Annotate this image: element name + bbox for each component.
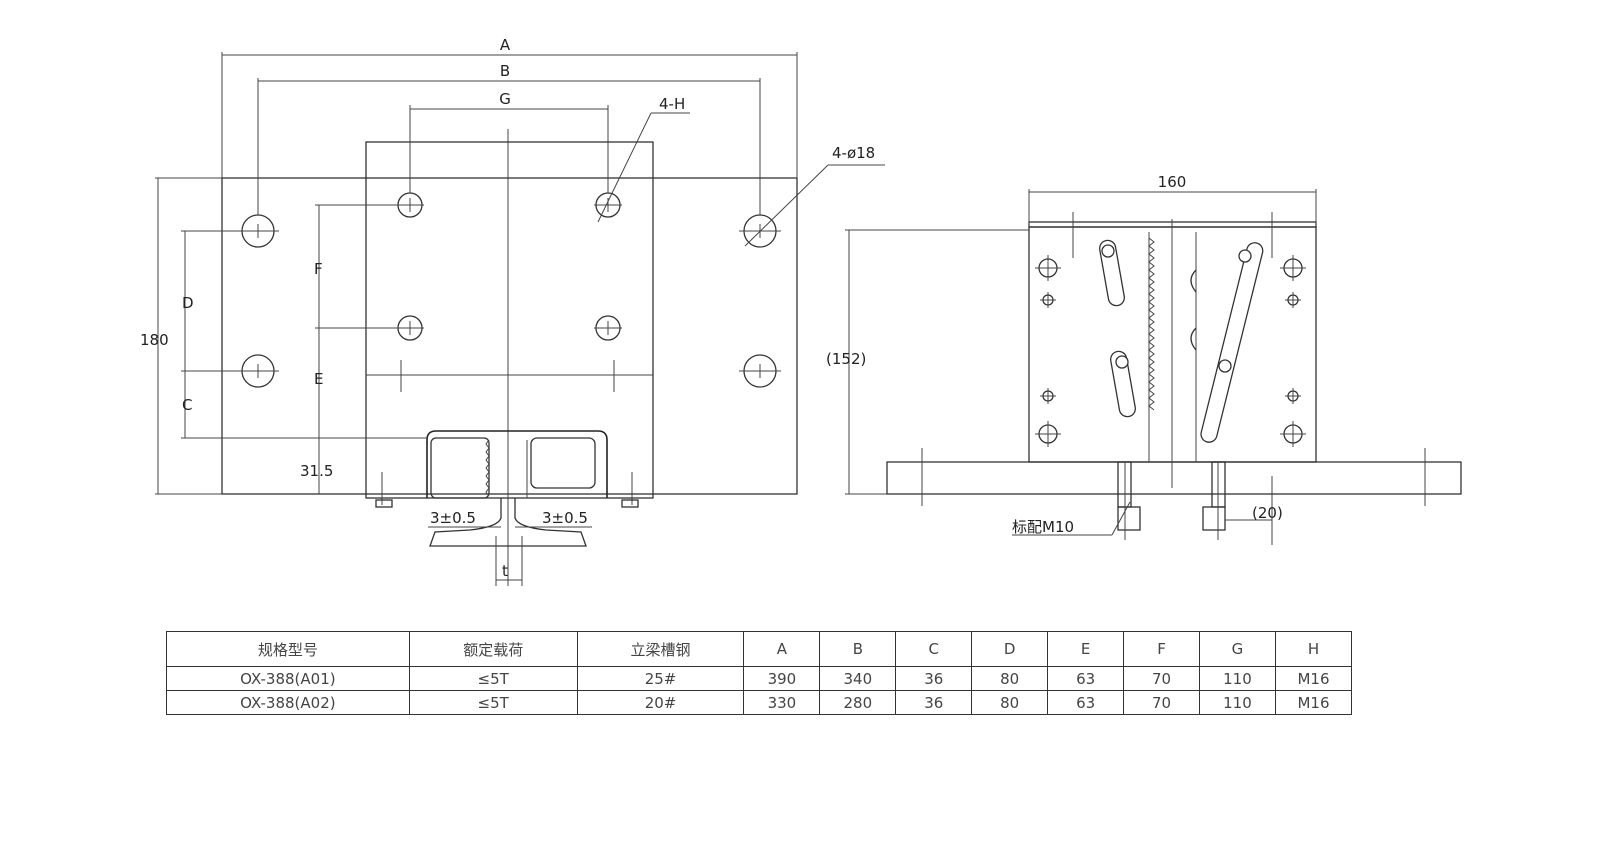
label-gap-left: 3±0.5	[430, 509, 476, 527]
inner-hole-tl	[396, 192, 424, 218]
header-A: A	[743, 631, 821, 667]
header-G: G	[1199, 631, 1276, 667]
cell-F: 70	[1123, 690, 1200, 715]
dim-left-lines	[155, 177, 427, 495]
side-view: 160 (152) (20) 标配M10	[826, 173, 1462, 545]
leader-4-H	[597, 112, 652, 223]
guide-housing	[375, 430, 639, 508]
cell-G: 110	[1199, 666, 1276, 691]
cell-B: 280	[819, 690, 897, 715]
header-D: D	[971, 631, 1049, 667]
label-20: (20)	[1252, 504, 1283, 522]
cell-A: 330	[743, 690, 821, 715]
cell-H: M16	[1274, 666, 1353, 691]
cell-E: 63	[1047, 690, 1125, 715]
slot-3	[1200, 242, 1264, 443]
label-31-5: 31.5	[300, 462, 333, 480]
cell-G: 110	[1199, 690, 1276, 715]
cell-H: M16	[1274, 690, 1353, 715]
cell-model: OX-388(A02)	[166, 690, 410, 715]
label-A: A	[500, 36, 511, 54]
outer-hole-tl	[237, 214, 279, 248]
label-152: (152)	[826, 350, 866, 368]
cell-load: ≤5T	[408, 690, 578, 715]
label-180: 180	[140, 331, 169, 349]
label-4-18: 4-ø18	[832, 144, 875, 162]
cell-C: 36	[895, 690, 973, 715]
table-header-row: 规格型号 额定载荷 立梁槽钢 A B C D E F G H	[166, 631, 1353, 667]
label-t: t	[502, 562, 508, 580]
label-160: 160	[1158, 173, 1187, 191]
cell-D: 80	[971, 666, 1049, 691]
label-C: C	[182, 396, 192, 414]
table-row: OX-388(A02) ≤5T 20# 330 280 36 80 63 70 …	[166, 690, 1353, 715]
cell-channel: 20#	[576, 690, 745, 715]
dim-B-line	[257, 78, 761, 215]
cell-A: 390	[743, 666, 821, 691]
label-m10: 标配M10	[1012, 518, 1074, 536]
label-B: B	[500, 62, 510, 80]
label-D: D	[182, 294, 194, 312]
inner-plate	[365, 141, 654, 499]
label-4-H: 4-H	[659, 95, 685, 113]
outer-hole-bl	[237, 354, 279, 388]
header-model: 规格型号	[166, 631, 410, 667]
inner-hole-br	[594, 315, 622, 341]
slot-1	[1099, 239, 1125, 307]
header-E: E	[1047, 631, 1125, 667]
cell-model: OX-388(A01)	[166, 666, 410, 691]
base-plate	[221, 177, 798, 495]
slot-2	[1110, 350, 1136, 418]
header-C: C	[895, 631, 973, 667]
guide-rail	[429, 498, 587, 586]
inner-hole-bl	[396, 315, 424, 341]
label-gap-right: 3±0.5	[542, 509, 588, 527]
inner-hole-tr	[594, 192, 622, 218]
dim-G-line	[409, 105, 609, 193]
front-view: A B G 180 D C F E 31.5 3±0.5 3±0.5 t 4-H…	[140, 36, 885, 586]
label-E: E	[314, 370, 323, 388]
side-base-flange	[886, 461, 1462, 495]
header-F: F	[1123, 631, 1200, 667]
spec-table: 规格型号 额定载荷 立梁槽钢 A B C D E F G H OX-388(A0…	[166, 631, 1353, 715]
label-F: F	[314, 260, 323, 278]
header-B: B	[819, 631, 897, 667]
cell-load: ≤5T	[408, 666, 578, 691]
bottom-bolts	[1117, 461, 1226, 540]
cell-C: 36	[895, 666, 973, 691]
cell-D: 80	[971, 690, 1049, 715]
header-channel: 立梁槽钢	[576, 631, 745, 667]
outer-hole-br	[739, 354, 781, 388]
cell-B: 340	[819, 666, 897, 691]
header-load: 额定载荷	[408, 631, 578, 667]
cell-E: 63	[1047, 666, 1125, 691]
leader-4-18	[744, 164, 829, 247]
label-G: G	[499, 90, 511, 108]
side-bolt-holes	[1035, 255, 1306, 447]
table-row: OX-388(A01) ≤5T 25# 390 340 36 80 63 70 …	[166, 666, 1353, 691]
cell-channel: 25#	[576, 666, 745, 691]
dim-A-line	[221, 52, 798, 178]
header-H: H	[1274, 631, 1353, 667]
cell-F: 70	[1123, 666, 1200, 691]
